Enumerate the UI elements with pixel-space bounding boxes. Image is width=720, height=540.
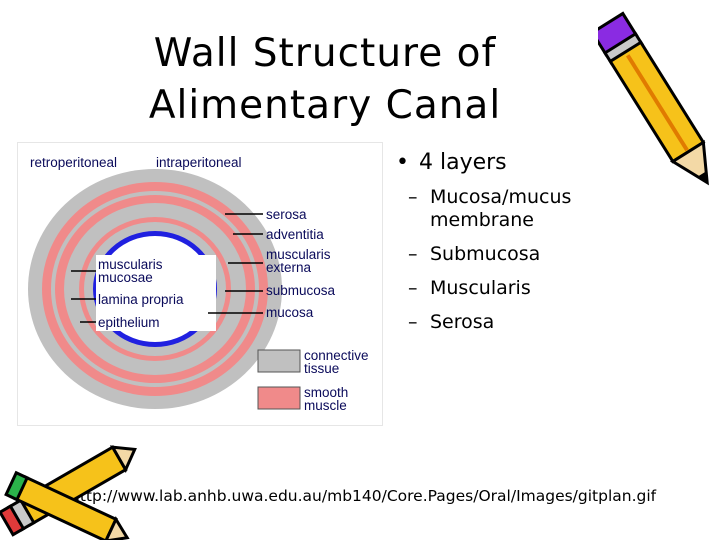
- cross-section-diagram: [28, 169, 301, 410]
- sub-bullet-submucosa: – Submucosa: [396, 243, 620, 266]
- legend-muscle-line2: muscle: [304, 398, 347, 413]
- legend-muscle-line1: smooth: [304, 385, 349, 400]
- sub-bullet-text: Mucosa/mucus membrane: [430, 186, 572, 231]
- label-adventitia: adventitia: [266, 227, 324, 242]
- pencils-clipart-icon: [0, 445, 137, 540]
- legend-connective-line1: connective: [304, 348, 369, 363]
- sub-bullet-dash: –: [408, 186, 418, 208]
- legend-connective-line2: tissue: [304, 361, 340, 376]
- sub-bullet-mucosa: – Mucosa/mucus membrane: [396, 186, 620, 232]
- sub-bullet-dash: –: [408, 243, 418, 265]
- label-serosa: serosa: [266, 207, 307, 222]
- sub-bullet-text: Submucosa: [430, 243, 541, 265]
- label-submucosa: submucosa: [266, 283, 336, 298]
- label-retroperitoneal: retroperitoneal: [30, 155, 118, 170]
- sub-bullet-dash: –: [408, 277, 418, 299]
- label-muscularis-mucosae-1: muscularis: [98, 257, 163, 272]
- sub-bullet-text: Serosa: [430, 311, 495, 333]
- wall-structure-figure: retroperitoneal intraperitoneal serosa a…: [17, 142, 383, 426]
- label-epithelium: epithelium: [98, 315, 160, 330]
- leader-lines-left: [71, 270, 96, 323]
- sub-bullet-serosa: – Serosa: [396, 311, 620, 334]
- sub-bullet-muscularis: – Muscularis: [396, 277, 620, 300]
- label-band: [96, 255, 216, 331]
- leader-lines-right: [208, 213, 263, 314]
- sub-bullet-dash: –: [408, 311, 418, 333]
- legend-swatch-muscle: [257, 386, 301, 410]
- pencil-clipart-icon: [598, 11, 709, 186]
- label-intraperitoneal: intraperitoneal: [156, 155, 242, 170]
- label-muscularis-externa-2: externa: [266, 260, 312, 275]
- bullet-marker: •: [396, 150, 409, 175]
- label-muscularis-externa-1: muscularis: [266, 247, 331, 262]
- sub-bullet-text: Muscularis: [430, 277, 531, 299]
- bullet-list: • 4 layers – Mucosa/mucus membrane – Subm…: [396, 148, 620, 345]
- title-line-2: Alimentary Canal: [148, 83, 502, 128]
- label-muscularis-mucosae-2: mucosae: [98, 270, 153, 285]
- slide-title: Wall Structure of Alimentary Canal: [0, 28, 650, 132]
- label-lamina-propria: lamina propria: [98, 292, 184, 307]
- source-url[interactable]: http://www.lab.anhb.uwa.edu.au/mb140/Cor…: [70, 487, 657, 505]
- bullet-main: • 4 layers: [396, 148, 620, 178]
- label-mucosa: mucosa: [266, 305, 314, 320]
- bullet-text: 4 layers: [418, 150, 507, 175]
- legend-swatch-connective: [257, 349, 301, 373]
- title-line-1: Wall Structure of: [153, 31, 497, 76]
